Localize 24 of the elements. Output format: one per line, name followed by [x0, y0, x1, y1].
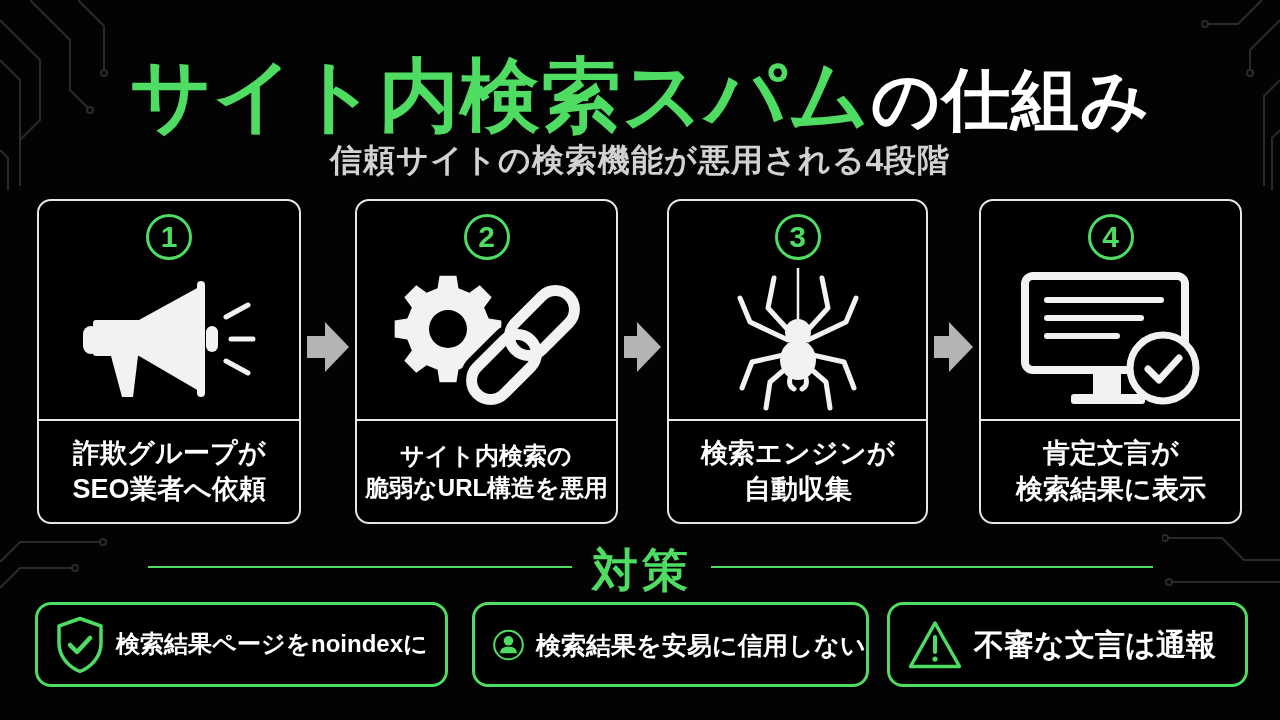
step-number: 2: [463, 214, 510, 260]
step-number: 4: [1087, 214, 1134, 260]
step-card: [667, 199, 928, 524]
arrow: [307, 322, 349, 372]
countermeasure-box: [472, 602, 869, 687]
step-card: [979, 199, 1242, 524]
step-description: 詐欺グループがSEO業者へ依頼: [72, 437, 266, 506]
step-description: サイト内検索の脆弱なURL構造を悪用: [364, 441, 609, 503]
arrow: [934, 322, 973, 372]
step-card: [37, 199, 301, 524]
step-number: 1: [146, 214, 192, 260]
step-description: 検索エンジンが自動収集: [700, 437, 895, 506]
step-card: [355, 199, 618, 524]
section-heading: 対策: [590, 543, 692, 598]
step-description: 肯定文言が検索結果に表示: [1015, 437, 1206, 506]
arrow: [624, 322, 661, 372]
step-number: 3: [774, 214, 821, 260]
countermeasure-text: 検索結果を安易に信用しない: [536, 629, 866, 660]
countermeasure-box: [887, 602, 1248, 687]
countermeasure-box: [35, 602, 448, 687]
countermeasure-text: 不審な文言は通報: [974, 626, 1216, 663]
subtitle: 信頼サイトの検索機能が悪用される4段階: [329, 141, 951, 180]
countermeasure-text: 検索結果ページをnoindexに: [116, 630, 428, 659]
title: サイト内検索スパムの仕組み: [129, 50, 1151, 142]
